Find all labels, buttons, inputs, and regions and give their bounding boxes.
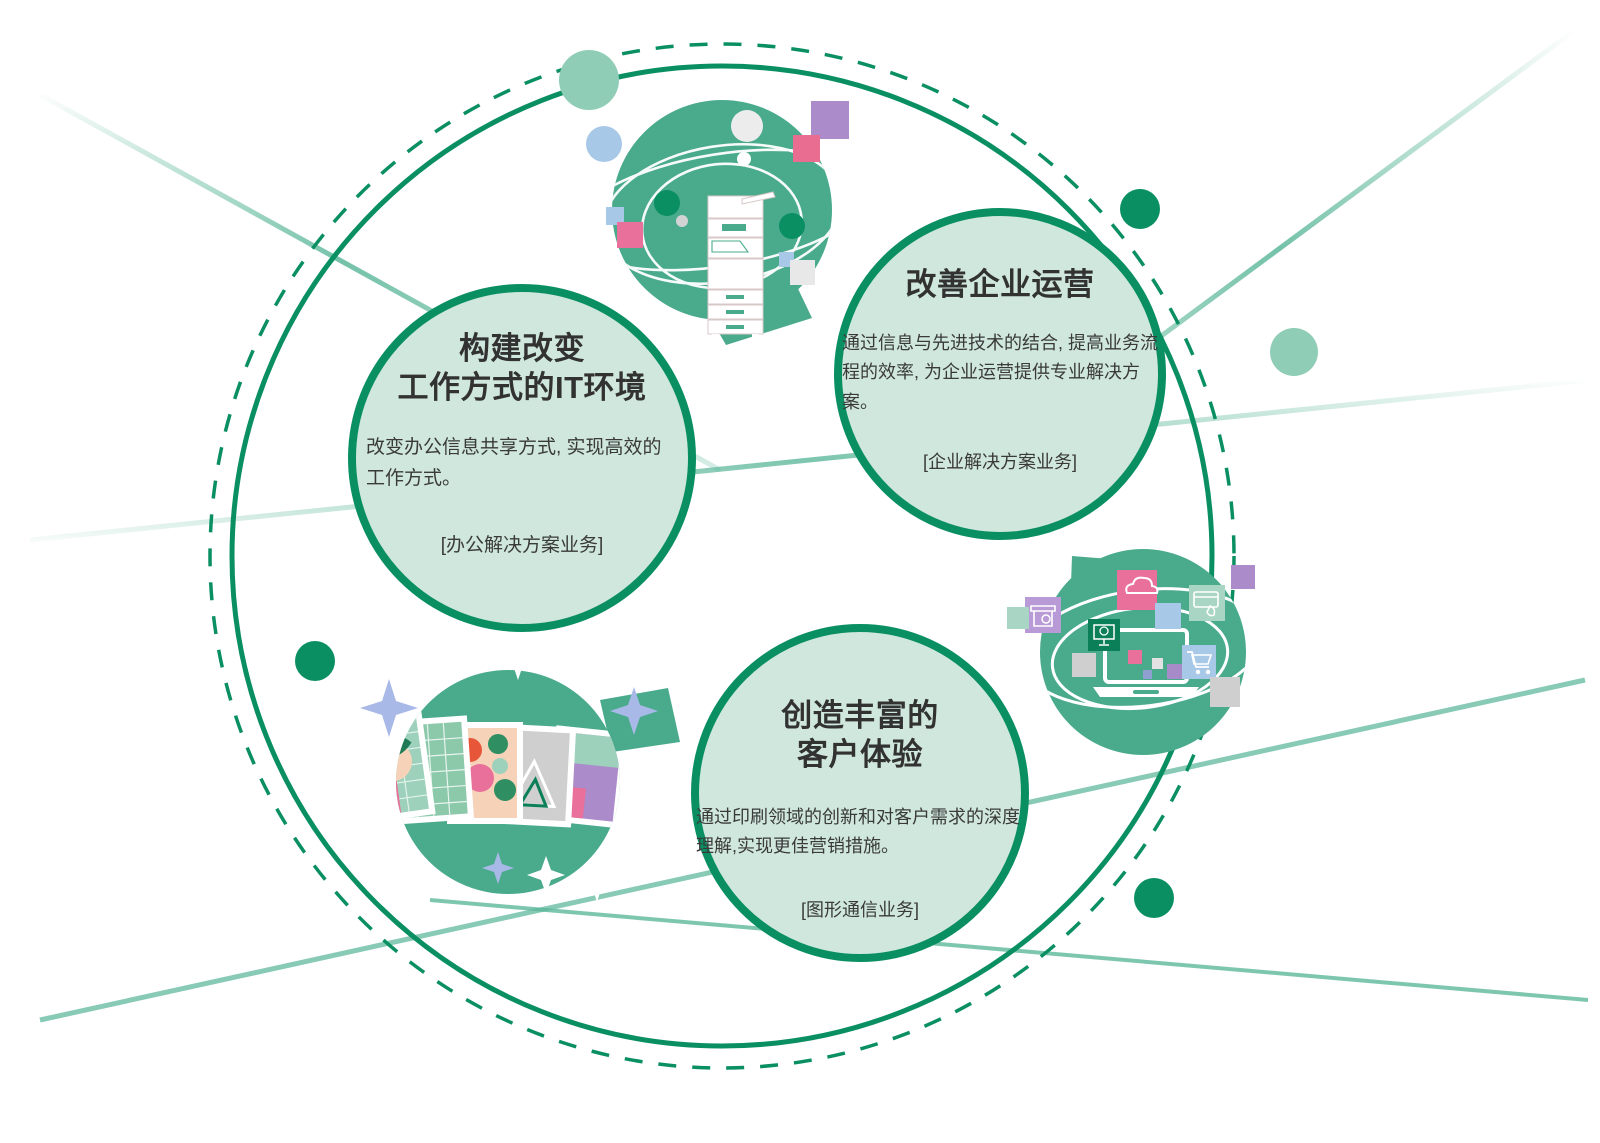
square-purple [811, 101, 849, 139]
dot-pale-green-top-left [559, 50, 619, 110]
dot-light-blue-top-left [586, 126, 622, 162]
square-blue [606, 207, 624, 225]
node-circle-enterprise[interactable] [834, 208, 1166, 540]
icon-tile-storefront [1025, 597, 1061, 633]
node-graphics-body: 通过印刷领域的创新和对客户需求的深度理解,实现更佳营销措施。 [696, 806, 1020, 857]
node-office-body: 改变办公信息共享方式, 实现高效的工作方式。 [366, 436, 662, 489]
square-purple [1231, 565, 1255, 589]
icon-tile-cart [1182, 645, 1216, 679]
node-enterprise-title: 改善企业运营 [905, 267, 1095, 302]
node-circle-graphics[interactable] [691, 624, 1029, 962]
node-office-title: 构建改变 工作方式的IT环境 [397, 331, 647, 405]
printer-icon [707, 191, 776, 341]
square-pink [793, 135, 820, 162]
node-enterprise-tag: [企业解决方案业务] [922, 451, 1077, 472]
node-office-tag: [办公解决方案业务] [440, 535, 604, 557]
square-mint [1007, 607, 1029, 629]
square-gray [790, 260, 815, 285]
node-enterprise[interactable]: 改善企业运营 通过信息与先进技术的结合, 提高业务流程的效率, 为企业运营提供专… [830, 226, 1170, 474]
node-enterprise-body: 通过信息与先进技术的结合, 提高业务流程的效率, 为企业运营提供专业解决方案。 [842, 332, 1159, 413]
icon-tile-cloud [1117, 570, 1159, 610]
illustration-photos [360, 640, 658, 902]
square-gray [1210, 677, 1240, 707]
node-graphics[interactable]: 创造丰富的 客户体验 通过印刷领域的创新和对客户需求的深度理解,实现更佳营销措施… [690, 655, 1030, 922]
square-gray [1072, 653, 1096, 677]
dot-dark-green-bottom-right [1134, 878, 1174, 918]
illustration-ecommerce [1007, 549, 1255, 755]
node-graphics-tag: [图形通信业务] [800, 899, 919, 920]
square-blue [1155, 603, 1181, 629]
dot-dark-green-top-right [1120, 189, 1160, 229]
sparkle-icons [360, 640, 658, 902]
dot-dark-green-left [295, 641, 335, 681]
node-circle-office[interactable] [348, 284, 696, 632]
icon-tile-card [1189, 585, 1225, 621]
dot-pale-green-right [1270, 328, 1318, 376]
node-office[interactable]: 构建改变 工作方式的IT环境 改变办公信息共享方式, 实现高效的工作方式。 [办… [352, 288, 692, 557]
outer-dashed-ring [208, 42, 1236, 1070]
square-pink [617, 222, 643, 248]
outer-solid-ring [229, 63, 1215, 1049]
icon-tile-monitor [1088, 619, 1120, 651]
illustration-printer [606, 100, 849, 341]
node-graphics-title: 创造丰富的 客户体验 [781, 698, 939, 772]
